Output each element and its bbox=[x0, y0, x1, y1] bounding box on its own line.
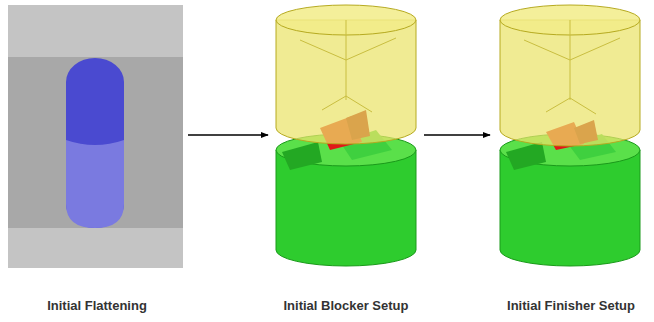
flow-arrow bbox=[188, 134, 268, 136]
billet-lower-half bbox=[66, 140, 124, 228]
upper-die bbox=[500, 20, 640, 146]
upper-die-edges bbox=[300, 20, 396, 112]
panel-caption: Initial Blocker Setup bbox=[284, 298, 409, 314]
lower-die-cavity bbox=[506, 142, 546, 170]
illustration-panel: Initial Blocker Setup bbox=[270, 0, 422, 314]
upper-die bbox=[276, 20, 416, 144]
die-gap-band bbox=[8, 57, 183, 228]
flattening-panel bbox=[8, 5, 183, 268]
blocker-panel bbox=[276, 5, 416, 266]
flow-arrow bbox=[424, 134, 490, 136]
panel-caption: Initial Flattening bbox=[47, 298, 147, 314]
lower-die-cavity bbox=[282, 142, 322, 170]
finisher-panel bbox=[500, 5, 640, 266]
billet-cylinder bbox=[66, 58, 124, 228]
illustration-panel: Initial Flattening bbox=[8, 0, 186, 314]
illustration-panel: Initial Finisher Setup bbox=[492, 0, 650, 314]
upper-die-edges bbox=[524, 20, 620, 114]
panel-caption: Initial Finisher Setup bbox=[507, 298, 635, 314]
panel-ground bbox=[8, 5, 183, 268]
